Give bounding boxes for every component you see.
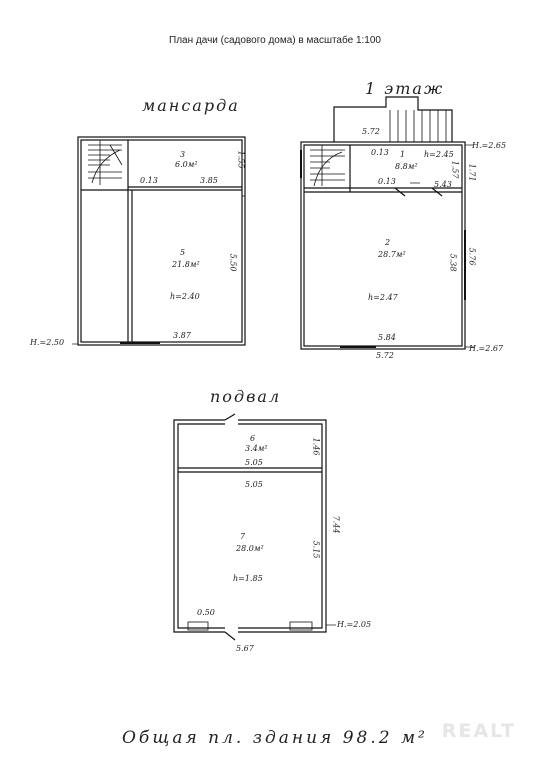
basement-dim-2: 5.05 <box>245 458 263 467</box>
first-dim-5: 0.13 <box>378 177 396 186</box>
attic-plan <box>77 136 246 346</box>
basement-dim-3: 5.05 <box>245 480 263 489</box>
attic-title: мансарда <box>142 96 240 115</box>
first-dim-2: 0.13 <box>371 148 389 157</box>
attic-dim-1: 1.55 <box>236 150 246 169</box>
first-dim-8: 5.76 <box>467 247 477 266</box>
basement-title: подвал <box>210 387 282 406</box>
first-dim-10: 5.72 <box>376 351 394 360</box>
room-7-height: h=1.85 <box>233 574 263 583</box>
attic-level: Н.=2.50 <box>30 338 65 347</box>
room-7-area: 28.0м² <box>236 544 264 553</box>
first-floor-plan <box>300 96 466 350</box>
basement-dim-6: 0.50 <box>197 608 215 617</box>
room-1-area: 8.8м² <box>395 162 418 171</box>
room-6-number: 6 <box>250 434 256 443</box>
room-1-height: h=2.45 <box>424 150 454 159</box>
first-dim-9: 5.84 <box>378 333 396 342</box>
first-level-top: Н.=2.65 <box>472 141 507 150</box>
basement-dim-1: 1.46 <box>311 437 321 456</box>
basement-level: Н.=2.05 <box>337 620 372 629</box>
first-dim-6: 5.43 <box>434 180 452 189</box>
basement-plan <box>173 413 327 641</box>
attic-dim-2: 3.85 <box>200 176 218 185</box>
attic-dim-5: 3.87 <box>173 331 191 340</box>
room-2-number: 2 <box>385 238 391 247</box>
room-3-number: 3 <box>180 150 186 159</box>
first-dim-4: 1.71 <box>467 163 477 182</box>
room-5-number: 5 <box>180 248 186 257</box>
first-level-bottom: Н.=2.67 <box>469 344 504 353</box>
room-3-area: 6.0м² <box>175 160 198 169</box>
page-title: План дачи (садового дома) в масштабе 1:1… <box>169 35 381 46</box>
room-1-number: 1 <box>400 150 406 159</box>
basement-dim-5: 5.15 <box>311 540 321 559</box>
room-5-height: h=2.40 <box>170 292 200 301</box>
basement-dim-7: 5.67 <box>236 644 254 653</box>
first-floor-title: 1 этаж <box>365 79 445 98</box>
first-dim-7: 5.38 <box>448 253 458 272</box>
room-2-area: 28.7м² <box>378 250 406 259</box>
room-2-height: h=2.47 <box>368 293 398 302</box>
realt-watermark: REALT <box>441 720 516 742</box>
basement-dim-4: 7.44 <box>331 515 341 534</box>
first-dim-1: 5.72 <box>362 127 380 136</box>
attic-dim-3: 0.13 <box>140 176 158 185</box>
room-6-area: 3.4м² <box>245 444 268 453</box>
room-7-number: 7 <box>240 532 246 541</box>
total-area: Общая пл. здания 98.2 м² <box>122 728 428 748</box>
attic-dim-4: 5.50 <box>228 253 238 272</box>
first-dim-3: 1.57 <box>450 160 460 179</box>
room-5-area: 21.8м² <box>172 260 200 269</box>
